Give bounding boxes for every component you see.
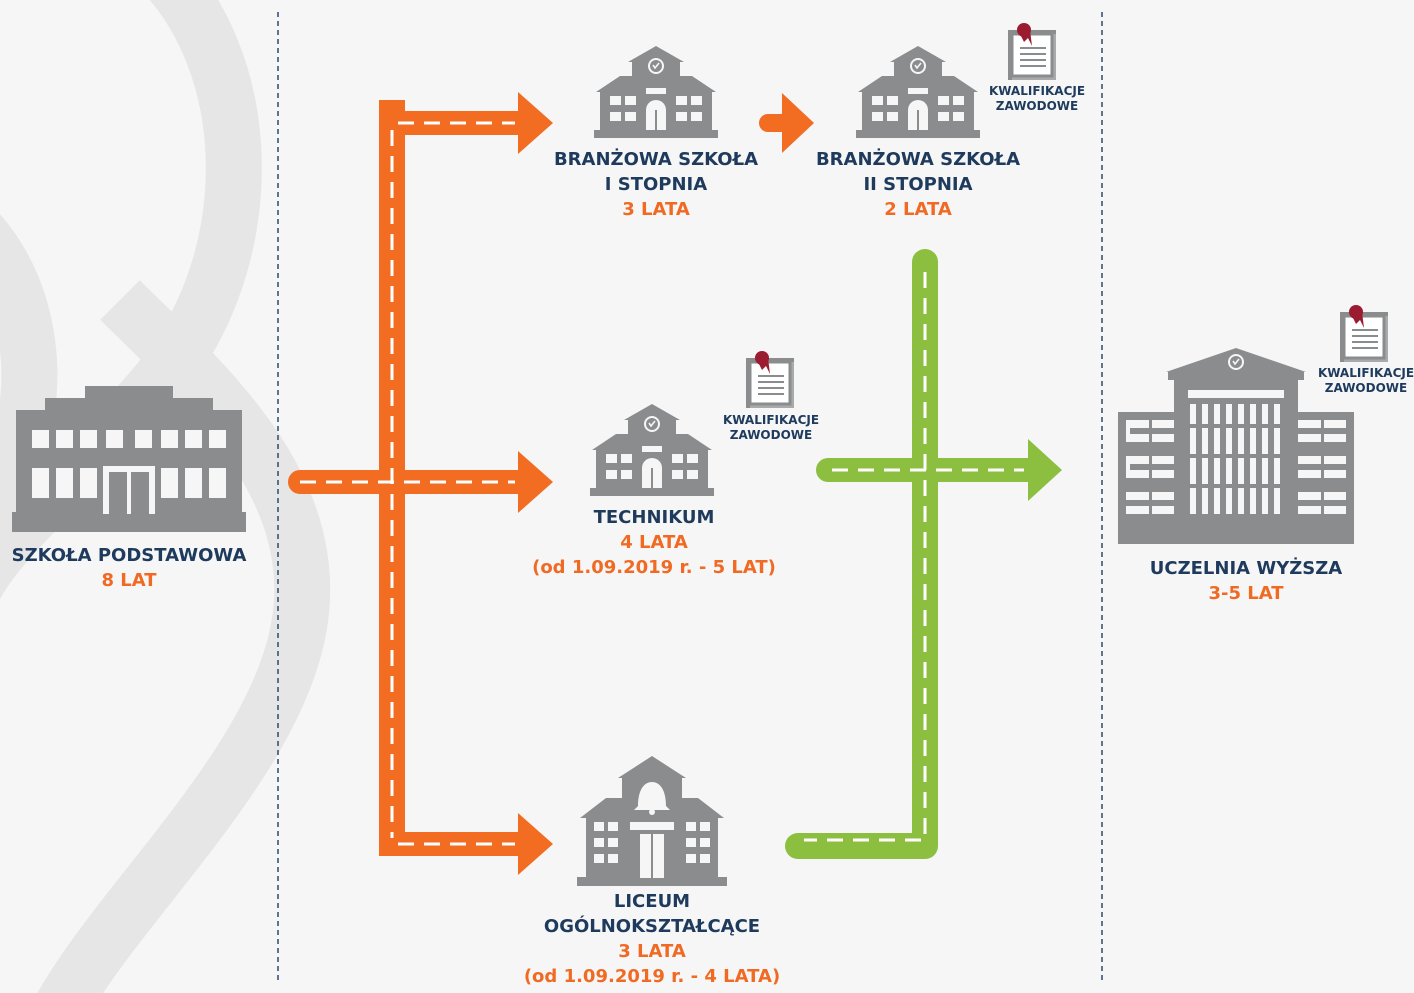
qualification-line1: KWALIFIKACJE — [1317, 366, 1414, 380]
qualification-line2: ZAWODOWE — [1324, 381, 1408, 395]
liceum-name-line2: OGÓLNOKSZTAŁCĄCE — [543, 916, 761, 937]
qualification-line1: KWALIFIKACJE — [988, 84, 1086, 98]
branzowa1-label: BRANŻOWA SZKOŁA I STOPNIA 3 LATA — [554, 147, 758, 222]
university-building-icon — [1118, 348, 1354, 544]
technikum-building-icon — [589, 403, 715, 497]
arrow-to-technikum — [518, 451, 553, 513]
technikum-duration: 4 LATA — [620, 532, 688, 553]
certificate-icon — [1006, 21, 1058, 82]
arrow-to-branzowa1 — [518, 92, 553, 154]
branzowa2-name-line1: BRANŻOWA SZKOŁA — [815, 149, 1021, 170]
primary-school-label: SZKOŁA PODSTAWOWA 8 LAT — [12, 543, 247, 593]
branzowa2-name-line2: II STOPNIA — [863, 174, 973, 195]
orange-path — [288, 92, 814, 875]
qualification-label-technikum: KWALIFIKACJE ZAWODOWE — [723, 413, 819, 443]
primary-school-duration: 8 LAT — [101, 570, 157, 591]
school-building-icon — [12, 386, 246, 532]
branzowa2-building-icon — [855, 45, 981, 139]
branzowa2-label: BRANŻOWA SZKOŁA II STOPNIA 2 LATA — [816, 147, 1020, 222]
bell-school-icon — [577, 756, 727, 886]
branzowa1-name-line2: I STOPNIA — [604, 174, 708, 195]
qualification-line1: KWALIFIKACJE — [722, 413, 820, 427]
technikum-label: TECHNIKUM 4 LATA (od 1.09.2019 r. - 5 LA… — [532, 505, 776, 580]
uczelnia-duration: 3-5 LAT — [1208, 583, 1284, 604]
liceum-note: (od 1.09.2019 r. - 4 LATA) — [523, 966, 781, 987]
qualification-label-uczelnia: KWALIFIKACJE ZAWODOWE — [1318, 366, 1414, 396]
qualification-line2: ZAWODOWE — [995, 99, 1079, 113]
certificate-icon — [1338, 303, 1390, 364]
green-path — [785, 249, 1062, 859]
certificate-icon — [744, 349, 796, 410]
liceum-name-line1: LICEUM — [613, 891, 691, 912]
arrow-to-uczelnia — [1028, 439, 1062, 501]
uczelnia-name: UCZELNIA WYŻSZA — [1149, 558, 1343, 579]
arrow-to-liceum — [518, 813, 553, 875]
background-swirl — [0, 0, 331, 993]
uczelnia-label: UCZELNIA WYŻSZA 3-5 LAT — [1150, 556, 1343, 606]
branzowa2-duration: 2 LATA — [884, 199, 952, 220]
liceum-duration: 3 LATA — [618, 941, 686, 962]
primary-school-name: SZKOŁA PODSTAWOWA — [11, 545, 247, 566]
liceum-label: LICEUM OGÓLNOKSZTAŁCĄCE 3 LATA (od 1.09.… — [524, 889, 780, 989]
branzowa1-duration: 3 LATA — [622, 199, 690, 220]
branzowa1-name-line1: BRANŻOWA SZKOŁA — [553, 149, 759, 170]
qualification-label-branzowa2: KWALIFIKACJE ZAWODOWE — [989, 84, 1085, 114]
branzowa1-building-icon — [593, 45, 719, 139]
technikum-name: TECHNIKUM — [593, 507, 715, 528]
qualification-line2: ZAWODOWE — [729, 428, 813, 442]
technikum-note: (od 1.09.2019 r. - 5 LAT) — [532, 557, 776, 578]
arrow-to-branzowa2 — [782, 93, 814, 153]
